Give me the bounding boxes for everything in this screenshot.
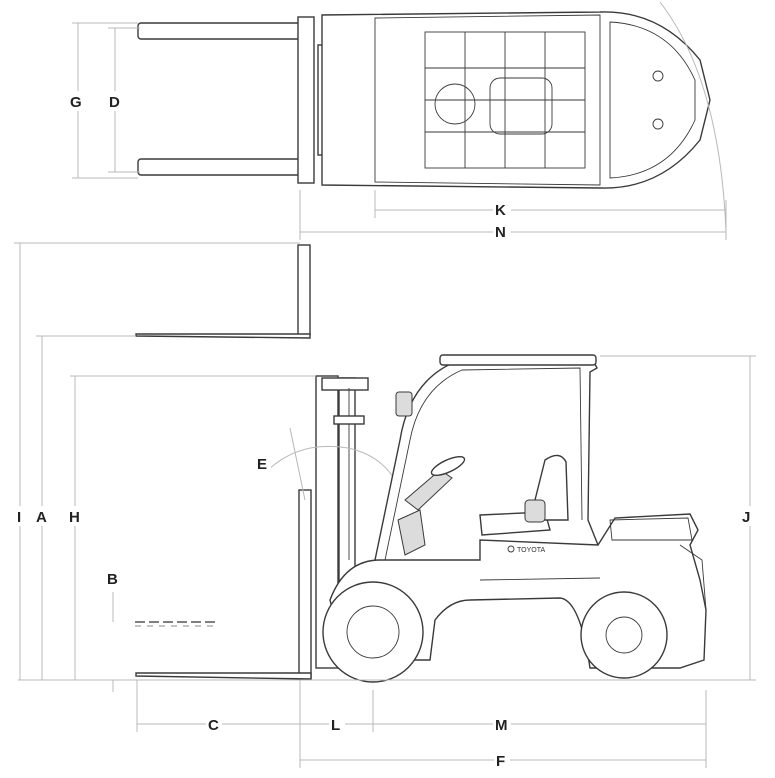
label-E: E — [257, 456, 267, 473]
top-fork-carriage — [297, 16, 315, 184]
label-M: M — [495, 717, 508, 734]
rear-wheel — [580, 591, 668, 679]
label-N: N — [495, 224, 506, 241]
label-A: A — [36, 509, 47, 526]
front-wheel — [322, 581, 424, 683]
top-counterweight — [609, 21, 696, 179]
dimension-labels: G D K N I A H B E J C L M F — [15, 91, 754, 770]
steering-column — [404, 469, 453, 511]
label-J: J — [742, 509, 750, 526]
tilt-arc — [267, 445, 396, 481]
label-H: H — [69, 509, 80, 526]
top-overhead-guard — [424, 31, 586, 169]
side-dimensions — [14, 242, 756, 768]
label-D: D — [109, 94, 120, 111]
top-turning-arc — [659, 1, 727, 233]
label-K: K — [495, 202, 506, 219]
steering-wheel — [430, 455, 466, 477]
label-I: I — [17, 509, 21, 526]
brand-badge: TOYOTA — [517, 547, 545, 554]
top-fork-upper — [137, 22, 311, 40]
top-seat — [489, 77, 553, 135]
mirror — [395, 391, 413, 417]
top-view — [137, 1, 727, 233]
side-view: TOYOTA — [18, 244, 756, 683]
label-F: F — [496, 753, 505, 770]
overhead-guard-top — [439, 354, 597, 366]
label-C: C — [208, 717, 219, 734]
raised-fork-carriage — [297, 244, 311, 336]
label-G: G — [70, 94, 82, 111]
fork-carriage — [298, 489, 312, 679]
top-steering-wheel — [434, 83, 476, 125]
fork-tine — [135, 672, 312, 680]
top-fork-lower — [137, 158, 311, 176]
label-L: L — [331, 717, 340, 734]
raised-fork-tine — [135, 333, 311, 339]
label-B: B — [107, 571, 118, 588]
